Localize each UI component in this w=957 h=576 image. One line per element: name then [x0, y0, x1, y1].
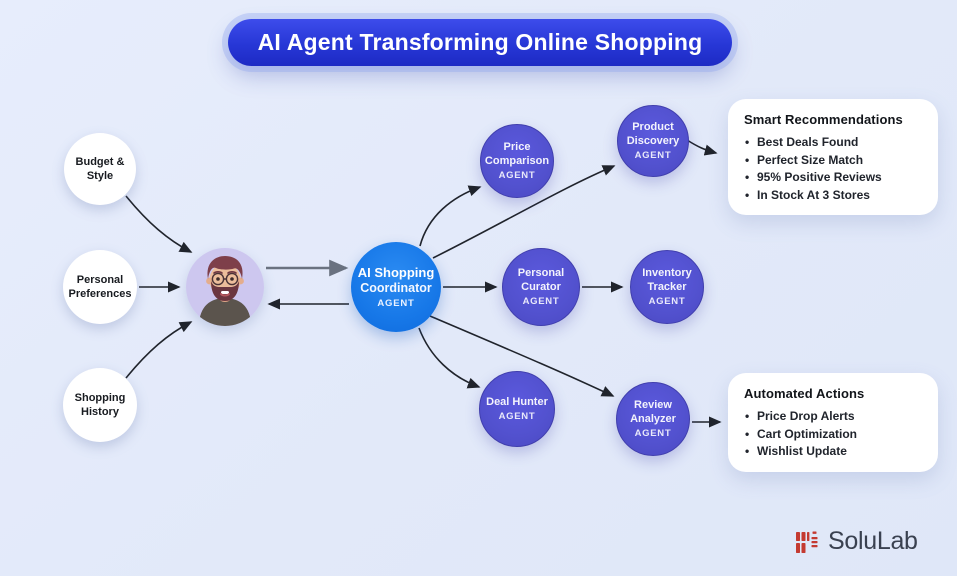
card-item: 95% Positive Reviews [744, 169, 922, 187]
agent-label-line: Coordinator [360, 281, 432, 295]
title-text: AI Agent Transforming Online Shopping [257, 29, 703, 55]
card-item: Perfect Size Match [744, 152, 922, 170]
input-node-personal-preferences: Personal Preferences [63, 250, 137, 324]
card-item-list: Price Drop Alerts Cart Optimization Wish… [744, 408, 922, 461]
input-label-line: Budget & [75, 156, 125, 168]
arrow-history-to-avatar [125, 321, 193, 379]
agent-node-deal-hunter: Deal Hunter AGENT [479, 371, 555, 447]
agent-label-line: AGENT [377, 298, 415, 309]
agent-node-personal-curator: Personal Curator AGENT [502, 248, 580, 326]
card-item: Price Drop Alerts [744, 408, 922, 426]
agent-label-line: Inventory [642, 267, 692, 279]
title-banner: AI Agent Transforming Online Shopping [228, 19, 732, 66]
agent-label-line: Review [634, 399, 672, 411]
agent-label-line: Curator [521, 280, 561, 293]
shopper-avatar-icon [186, 248, 264, 326]
solulab-logo-text: SoluLab [828, 527, 918, 555]
agent-node-review-analyzer: Review Analyzer AGENT [616, 382, 690, 456]
card-item-list: Best Deals Found Perfect Size Match 95% … [744, 134, 922, 204]
card-item: Cart Optimization [744, 426, 922, 444]
agent-node-product-discovery: Product Discovery AGENT [617, 105, 689, 177]
agent-label-line: Personal [517, 267, 565, 279]
agent-label-line: AGENT [634, 428, 672, 439]
solulab-logo: SoluLab [795, 527, 918, 556]
arrow-coordinator-to-price-comparison [419, 185, 482, 247]
input-label-line: Personal [76, 274, 124, 286]
input-label-line: Preferences [68, 288, 132, 300]
agent-label-line: Price [503, 141, 531, 153]
automated-actions-card: Automated Actions Price Drop Alerts Cart… [728, 373, 938, 472]
arrow-coordinator-to-deal-hunter [418, 327, 481, 389]
agent-label-line: AGENT [498, 411, 536, 423]
agent-label-line: AGENT [522, 296, 560, 307]
agent-label-line: Tracker [647, 280, 687, 293]
agent-node-inventory-tracker: Inventory Tracker AGENT [630, 250, 704, 324]
agent-label-line: AGENT [634, 150, 672, 161]
input-node-budget-style: Budget & Style [64, 133, 136, 205]
input-label-line: Style [86, 170, 114, 182]
agent-label-line: AGENT [648, 296, 686, 307]
card-title: Smart Recommendations [744, 112, 903, 127]
input-node-shopping-history: Shopping History [63, 368, 137, 442]
solulab-seal-icon [796, 531, 818, 553]
card-item: In Stock At 3 Stores [744, 187, 922, 205]
agent-label-line: Analyzer [630, 412, 676, 425]
shopper-avatar [186, 248, 264, 326]
agent-node-ai-shopping-coordinator: AI Shopping Coordinator AGENT [351, 242, 441, 332]
agent-node-price-comparison: Price Comparison AGENT [480, 124, 554, 198]
agent-label-line: AI Shopping [357, 265, 435, 280]
agent-label-line: Deal Hunter [486, 395, 548, 408]
agent-label-line: AGENT [498, 170, 536, 181]
card-item: Best Deals Found [744, 134, 922, 152]
smart-recommendations-card: Smart Recommendations Best Deals Found P… [728, 99, 938, 215]
agent-label-line: Discovery [626, 134, 680, 147]
arrow-budget-to-avatar [125, 195, 193, 253]
arrow-discovery-to-smart-card [686, 139, 718, 156]
agent-label-line: Product [632, 121, 674, 133]
card-title: Automated Actions [744, 386, 865, 401]
agent-label-line: Comparison [484, 154, 550, 167]
input-label-line: History [81, 406, 119, 418]
card-item: Wishlist Update [744, 443, 922, 461]
input-label-line: Shopping [74, 392, 126, 404]
